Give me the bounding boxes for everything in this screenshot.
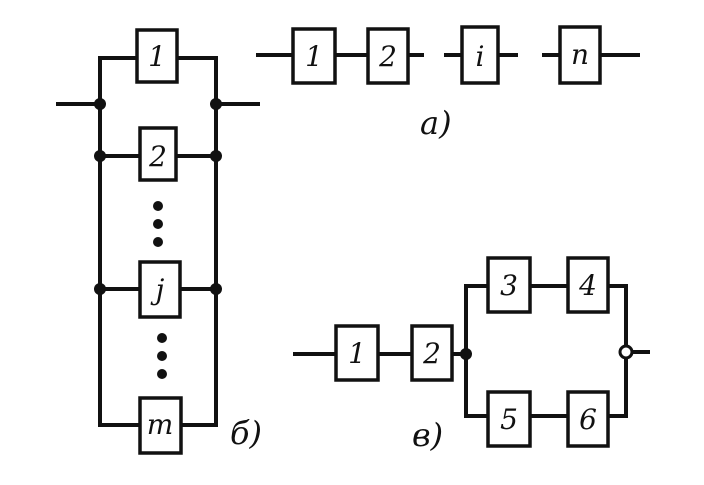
junction-dot <box>618 344 634 360</box>
caption-v: в) <box>412 416 443 454</box>
parallel-diagram: 1 2 j m б) <box>56 28 262 455</box>
ellipsis-dot <box>153 237 163 247</box>
series-diagram: 1 2 i n а) <box>256 25 640 142</box>
block-label: n <box>571 38 589 71</box>
junction-dot <box>210 283 222 295</box>
block-label: 6 <box>579 403 597 436</box>
ellipsis-dot <box>157 333 167 343</box>
block-label: 1 <box>148 40 166 73</box>
block-label: 2 <box>148 140 167 173</box>
block-2: 2 <box>410 324 454 382</box>
block-1: 1 <box>334 324 380 382</box>
block-label: 5 <box>500 403 518 436</box>
block-1: 1 <box>291 27 337 85</box>
block-i: i <box>460 25 500 85</box>
junction-dot <box>94 98 106 110</box>
block-2: 2 <box>138 126 178 182</box>
block-label: 3 <box>500 269 518 302</box>
block-6: 6 <box>566 390 610 448</box>
block-m: m <box>138 396 183 455</box>
ellipsis-dot <box>157 369 167 379</box>
junction-dot <box>210 150 222 162</box>
block-4: 4 <box>566 256 610 314</box>
block-label: 1 <box>348 337 366 370</box>
block-2: 2 <box>366 27 410 85</box>
block-label: 4 <box>578 269 597 302</box>
block-5: 5 <box>486 390 532 448</box>
block-1: 1 <box>135 28 179 84</box>
ellipsis-dot <box>153 219 163 229</box>
block-label: m <box>147 408 174 441</box>
mixed-diagram: 1 2 3 4 5 6 в) <box>293 256 650 454</box>
junction-dot <box>94 150 106 162</box>
block-label: 2 <box>422 337 441 370</box>
block-label: 1 <box>305 40 323 73</box>
ellipsis-dot <box>157 351 167 361</box>
junction-dot <box>210 98 222 110</box>
ellipsis-dot <box>153 201 163 211</box>
caption-b: б) <box>230 414 262 452</box>
block-j: j <box>138 260 182 319</box>
junction-dot <box>460 348 472 360</box>
block-label: i <box>476 40 485 73</box>
caption-a: а) <box>420 104 452 142</box>
block-3: 3 <box>486 256 532 314</box>
block-label: 2 <box>378 40 397 73</box>
junction-dot <box>94 283 106 295</box>
block-n: n <box>558 25 602 85</box>
